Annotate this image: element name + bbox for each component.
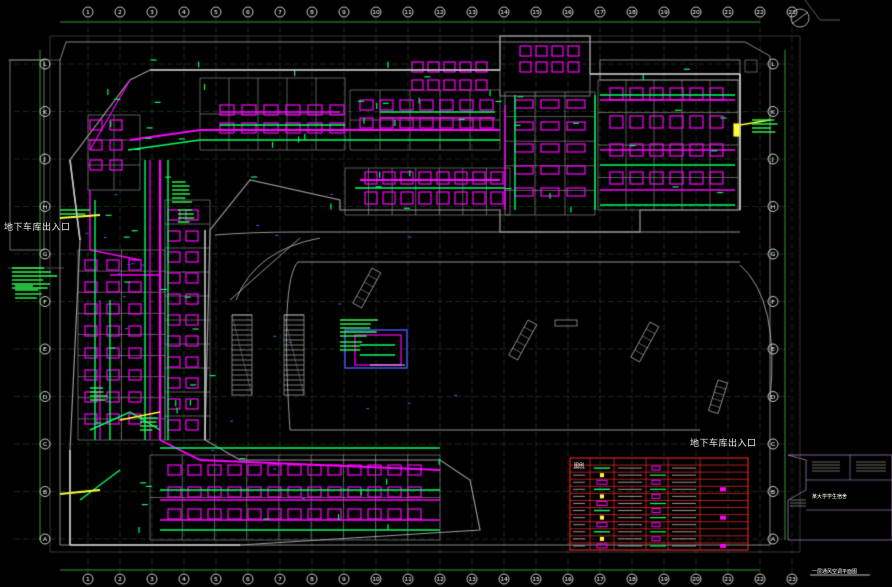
title-block-name: 某大学学生宿舍 <box>812 494 848 500</box>
legend-title: 图例 <box>574 463 585 469</box>
sheet-title: 一层通风空调平面图 <box>812 569 858 575</box>
entrance-label-south: 地下车库出入口 <box>690 439 757 449</box>
entrance-label-west: 地下车库出入口 <box>4 223 71 233</box>
